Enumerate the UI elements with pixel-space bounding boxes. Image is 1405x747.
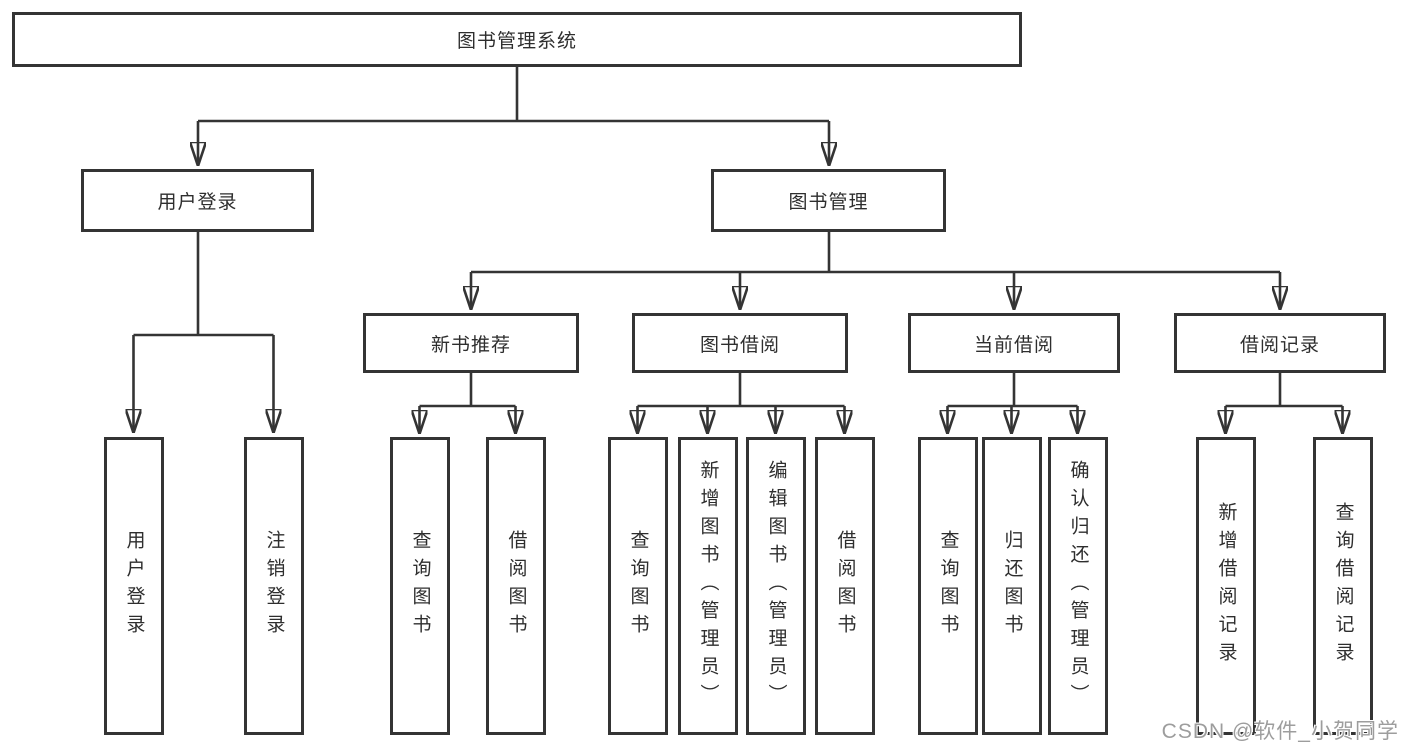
node-label: 借阅图书 <box>505 530 527 642</box>
node-return-book: 归还图书 <box>982 437 1042 735</box>
node-confirm-return-admin: 确认归还（管理员） <box>1048 437 1108 735</box>
node-label: 查询图书 <box>409 530 431 642</box>
node-label: 编辑图书（管理员） <box>765 460 787 712</box>
node-add-borrow-record: 新增借阅记录 <box>1196 437 1256 735</box>
node-label: 查询借阅记录 <box>1332 502 1354 670</box>
node-label: 借阅图书 <box>834 530 856 642</box>
node-label: 查询图书 <box>937 530 959 642</box>
node-user-login-branch: 用户登录 <box>81 169 314 232</box>
node-label: 确认归还（管理员） <box>1067 460 1089 712</box>
node-label: 用户登录 <box>123 530 145 642</box>
node-label: 注销登录 <box>263 530 285 642</box>
node-library-system: 图书管理系统 <box>12 12 1022 67</box>
node-book-borrow: 图书借阅 <box>632 313 848 373</box>
node-book-management: 图书管理 <box>711 169 946 232</box>
node-label: 新增借阅记录 <box>1215 502 1237 670</box>
node-label: 查询图书 <box>627 530 649 642</box>
node-label: 新增图书（管理员） <box>697 460 719 712</box>
node-query-borrow-record: 查询借阅记录 <box>1313 437 1373 735</box>
node-query-books-borrow: 查询图书 <box>608 437 668 735</box>
node-query-books-current: 查询图书 <box>918 437 978 735</box>
node-new-book-recommend: 新书推荐 <box>363 313 579 373</box>
node-edit-book-admin: 编辑图书（管理员） <box>746 437 806 735</box>
node-add-book-admin: 新增图书（管理员） <box>678 437 738 735</box>
node-current-borrow: 当前借阅 <box>908 313 1120 373</box>
node-label: 归还图书 <box>1001 530 1023 642</box>
node-logout: 注销登录 <box>244 437 304 735</box>
node-borrow-books: 借阅图书 <box>815 437 875 735</box>
node-borrow-records: 借阅记录 <box>1174 313 1386 373</box>
node-borrow-books-recommend: 借阅图书 <box>486 437 546 735</box>
csdn-watermark: CSDN @软件_小贺同学 <box>1161 720 1399 743</box>
node-query-books-recommend: 查询图书 <box>390 437 450 735</box>
node-user-login: 用户登录 <box>104 437 164 735</box>
